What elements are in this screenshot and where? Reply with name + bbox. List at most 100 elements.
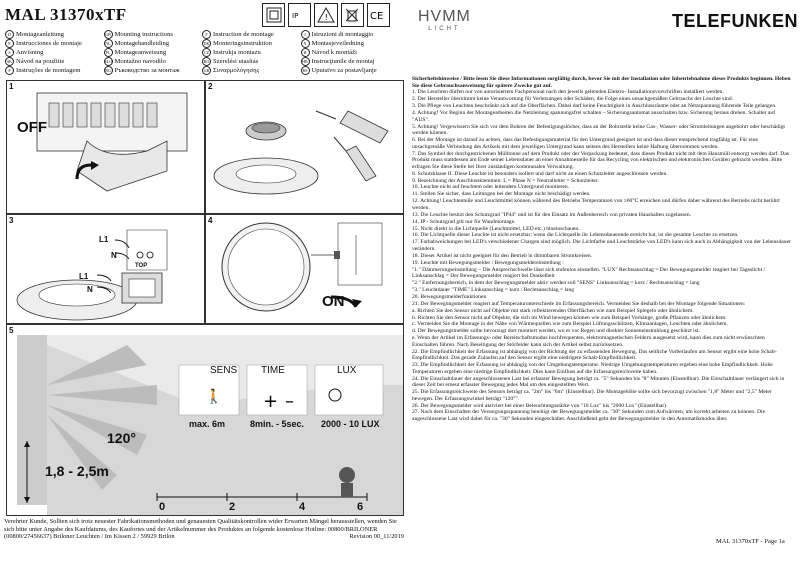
language-code: H	[300, 48, 310, 57]
sens-value: max. 6m	[189, 419, 226, 429]
language-code: SLO	[103, 57, 113, 66]
language-code: BG	[103, 66, 113, 75]
instruction-item: 24. Die Einschaltdauer der angeschlossen…	[412, 375, 785, 389]
instruction-item: 27. Nach dem Einschalten der Versorgungs…	[412, 409, 766, 423]
lux-value: 2000 - 10 LUX	[321, 419, 380, 429]
language-label: Návod na použitie	[16, 58, 65, 66]
drilling-illustration	[213, 110, 389, 195]
language-label: Anvisning	[16, 49, 44, 57]
panel-3: 3 L1 N L1 N TOP	[6, 214, 205, 324]
sens-title: SENS	[210, 365, 238, 376]
instruction-item: 19. Leuchte mit Bewegungsmelder / Bewegu…	[412, 259, 564, 266]
detection-range-illustration: 🚶 + –	[17, 335, 403, 515]
instruction-item: 7. Das Symbol der durchgestrichenen Müll…	[412, 150, 789, 170]
instruction-item: 10. Leuchte nicht auf feuchtem oder leit…	[412, 184, 570, 191]
language-label: Συναρμολόγησης	[213, 67, 260, 75]
person-icon: 🚶	[205, 388, 222, 405]
language-code: NL	[103, 39, 113, 48]
panel-number: 5	[9, 326, 14, 335]
language-label: Montažno navodilo	[114, 58, 166, 66]
language-label: Monteringsinstruktion	[213, 40, 272, 48]
svg-text:!: !	[325, 13, 328, 22]
svg-text:+: +	[263, 391, 278, 412]
instruction-list: 1. Die Leuchten dürfen nur von autorisie…	[412, 89, 792, 422]
language-code: GB	[103, 30, 113, 39]
language-label: Uputstvo za postavljanje	[311, 67, 377, 75]
svg-text:–: –	[285, 391, 294, 412]
instruction-item: 6. Bei der Montage ist darauf zu achten,…	[412, 137, 758, 150]
brand-logo: TELEFUNKEN	[672, 11, 798, 31]
language-code: I	[300, 30, 310, 39]
range-tick: 6	[357, 501, 364, 513]
wire-label-l1-2: L1	[79, 272, 89, 281]
language-label: Instruction de montage	[213, 31, 274, 39]
instruction-item: 17. Farbabweichungen bei LED's verschied…	[412, 239, 791, 252]
wiring-illustration	[16, 229, 168, 321]
language-code: S	[5, 48, 14, 57]
language-label: Instrukja montazu	[213, 49, 261, 57]
language-code: P	[5, 66, 14, 75]
customer-notice: Verehrter Kunde, Sollten sich trotz neue…	[4, 518, 404, 541]
instruction-item: 22. Die Empfindlichkeit der Erfassung is…	[412, 348, 777, 362]
range-tick: 2	[229, 501, 236, 513]
model-title: MAL 31370xTF	[5, 5, 127, 24]
instruction-item: e. Wenn der Artikel im Erfassungs- oder …	[412, 335, 765, 348]
instruction-item: 20. Bewegungsmelderfunktionen	[412, 293, 487, 300]
instruction-item: 21. Der Bewegungsmelder reagiert auf Tem…	[412, 300, 746, 307]
panel-1: 1 OFF	[6, 80, 205, 214]
language-label: Instruções de montagem	[16, 67, 81, 75]
instruction-item: 13. Die Leuchte besitzt den Schutzgrad "…	[412, 211, 692, 218]
revision: Revision 00_11/2019	[349, 533, 404, 541]
lux-title: LUX	[337, 365, 357, 376]
language-code: DK	[202, 39, 211, 48]
off-label: OFF	[17, 119, 47, 136]
instruction-item: 18. Dieser Artikel ist nicht geeignet fü…	[412, 252, 593, 259]
instruction-item: 15. Nicht direkt in die Lichtquelle (Leu…	[412, 225, 580, 232]
hvmm-logo-sub: LICHT	[428, 26, 461, 32]
language-code: CZ	[202, 48, 211, 57]
panel-number: 4	[208, 216, 213, 225]
panel-number: 3	[9, 216, 14, 225]
warning-triangle-icon: !	[314, 3, 338, 27]
instruction-item: 8. Schutzklasse II. Diese Leuchte ist be…	[412, 170, 668, 177]
language-label: Montagehandleiding	[114, 40, 170, 48]
range-tick: 0	[159, 501, 166, 513]
instruction-item: "2." Entfernungsbereich, in dem der Bewe…	[412, 280, 700, 287]
instruction-item: 25. Die Erfassungsreichweite des Sensors…	[412, 389, 772, 402]
language-code: F	[202, 30, 211, 39]
svg-text:CE: CE	[370, 11, 383, 22]
wire-label-n: N	[111, 251, 117, 260]
panel-2: 2	[205, 80, 404, 214]
instruction-item: 3. Die Pflege von Leuchten beschränkt si…	[412, 103, 777, 110]
instruction-item: d. Der Bewegungsmelder sollte bevorzugt …	[412, 328, 700, 335]
time-title: TIME	[261, 365, 285, 376]
instruction-item: 16. Die Lichtquelle dieser Leuchte ist n…	[412, 232, 739, 239]
hvmm-logo: HVMM LICHT	[418, 8, 471, 32]
language-label: Instrucţiunile de montaj	[311, 58, 375, 66]
instruction-item: b. Richten Sie den Sensor nicht auf Obje…	[412, 314, 727, 321]
instruction-item: "1." Dämmerungseinstellung – Die Ansprec…	[412, 266, 766, 280]
language-label: Ръководство за монтаж	[114, 67, 180, 75]
language-code: SK	[5, 57, 14, 66]
instruction-item: c. Vermeiden Sie die Montage in der Nähe…	[412, 321, 728, 328]
instruction-item: 2. Der Hersteller übernimmt keine Verant…	[412, 96, 734, 103]
instruction-item: 14. IP - Schutzgrad gilt nur für Wandmon…	[412, 218, 516, 225]
instruction-item: 4. Achtung! Vor Beginn der Montagearbeit…	[412, 110, 776, 123]
hotline-text: Verehrter Kunde, Sollten sich trotz neue…	[4, 518, 397, 541]
language-code: HR	[300, 57, 310, 66]
instruction-item: 23. Die Empfindlichkeit der Erfassung is…	[412, 362, 773, 375]
weee-bin-icon	[340, 3, 364, 27]
on-label: ON	[322, 293, 345, 310]
